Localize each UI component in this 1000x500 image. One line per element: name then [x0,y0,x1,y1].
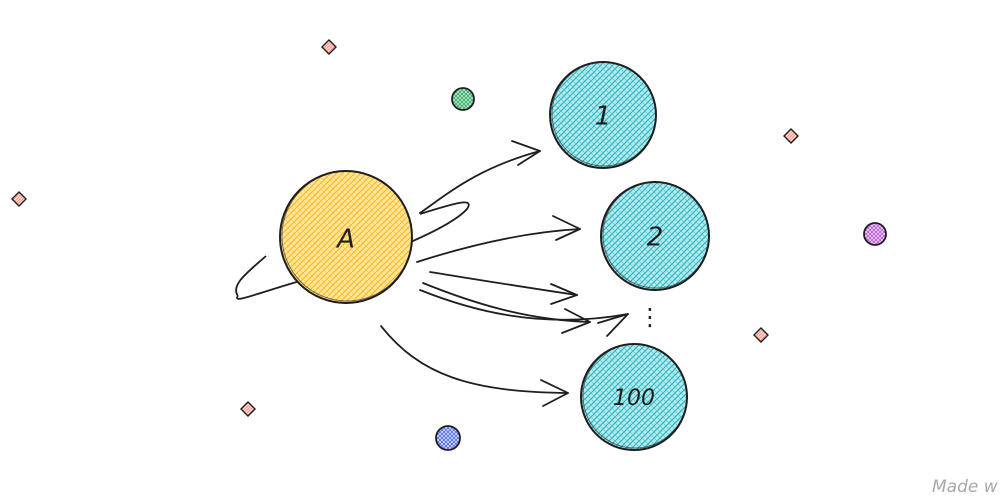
arrow-a-to-100 [381,326,568,406]
ellipsis: ⋮ [638,303,662,331]
node-1: 1 [550,62,656,168]
node-100-label: 100 [613,386,655,411]
arrow-a-to-2 [417,216,580,262]
node-a: A [280,171,412,303]
node-100: 100 [581,344,687,450]
node-2-label: 2 [647,223,664,253]
node-2: 2 [601,182,709,290]
arrow-a-to-1 [420,141,540,213]
star-icon [322,40,336,54]
star-icon [784,129,798,143]
star-icon [241,402,255,416]
watermark: Made w [932,477,998,497]
star-icon [754,328,768,342]
arrow-a-to-ellipsis-1 [430,272,577,304]
node-1-label: 1 [595,102,612,132]
arrow-a-to-ellipsis-3 [420,290,628,336]
star-icon [12,192,26,206]
small-planet-green [452,88,474,110]
node-a-label: A [335,225,355,255]
small-planet-purple [864,223,886,245]
orbit-ring-front [236,256,266,296]
small-planet-blue [436,426,460,450]
